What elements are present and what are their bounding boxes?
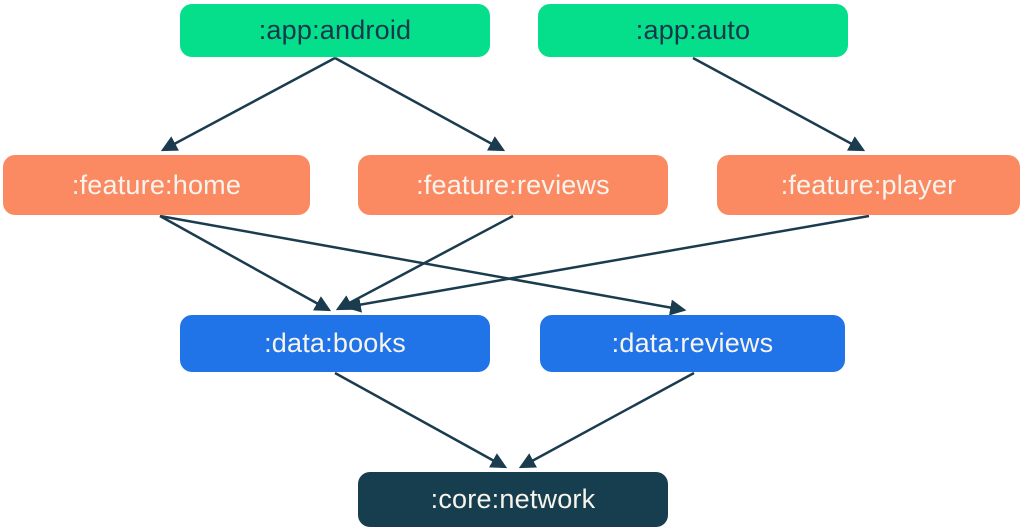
- node-feature-home[interactable]: :feature:home: [3, 155, 310, 215]
- node-data-reviews[interactable]: :data:reviews: [540, 315, 845, 372]
- edge-data-books-to-core-network: [334, 371, 508, 469]
- node-app-android[interactable]: :app:android: [180, 4, 490, 57]
- node-label: :feature:player: [780, 169, 957, 200]
- node-feature-reviews[interactable]: :feature:reviews: [358, 155, 668, 215]
- edge-feature-player-to-data-books: [344, 214, 870, 313]
- node-label: :core:network: [430, 484, 596, 514]
- node-core-network[interactable]: :core:network: [358, 472, 668, 527]
- node-label: :data:books: [264, 328, 406, 358]
- edge-app-auto-to-feature-player: [692, 56, 866, 152]
- node-feature-player[interactable]: :feature:player: [717, 155, 1020, 215]
- edge-feature-home-to-data-books: [159, 214, 332, 312]
- edge-app-android-to-feature-home: [160, 56, 336, 152]
- node-label: :app:android: [258, 15, 412, 45]
- node-app-auto[interactable]: :app:auto: [538, 4, 848, 57]
- node-label: :app:auto: [635, 15, 751, 45]
- node-label: :feature:home: [71, 169, 242, 200]
- node-label: :feature:reviews: [416, 169, 610, 200]
- edge-feature-reviews-to-data-books: [335, 214, 514, 311]
- node-label: :data:reviews: [611, 328, 774, 358]
- edge-app-android-to-feature-reviews: [334, 56, 506, 152]
- edge-data-reviews-to-core-network: [518, 371, 695, 469]
- node-data-books[interactable]: :data:books: [180, 315, 490, 372]
